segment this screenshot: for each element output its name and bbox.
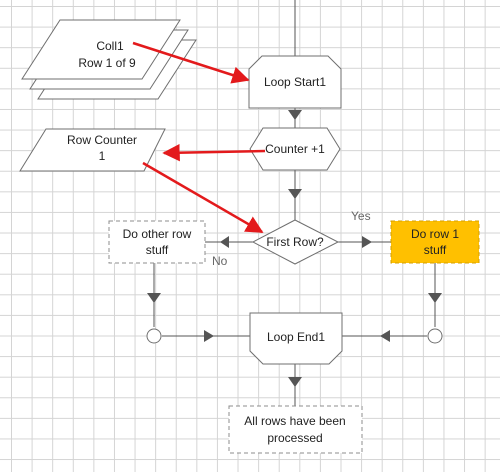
row1-label-line2: stuff (424, 243, 447, 257)
counter-increment-node[interactable]: Counter +1 (249, 127, 341, 171)
decision-diamond (251, 219, 340, 265)
done-box (228, 405, 363, 454)
row1-process-node[interactable]: Do row 1 stuff (390, 220, 480, 264)
row-counter-shape (19, 128, 166, 172)
coll1-collection-node[interactable]: Coll1 Row 1 of 9 (21, 19, 197, 100)
loop-start-node[interactable]: Loop Start1 (248, 55, 342, 109)
loop-end-node[interactable]: Loop End1 (249, 312, 343, 365)
left-junction-circle[interactable] (146, 328, 162, 344)
loop-start-label: Loop Start1 (264, 75, 326, 89)
arrowhead-yes-branch (362, 236, 372, 248)
coll1-row-label: Row 1 of 9 (78, 56, 136, 70)
done-label-line2: processed (267, 431, 322, 445)
other-row-box (108, 220, 206, 264)
arrowhead-into-counter (288, 110, 302, 120)
other-row-label-line1: Do other row (123, 227, 192, 241)
right-junction-circle[interactable] (427, 328, 443, 344)
arrowhead-no-branch (220, 236, 229, 248)
arrowhead-into-done (288, 377, 302, 387)
annotation-arrow-row-counter-to-decision (142, 161, 264, 234)
annotation-arrow-coll1-to-loop-start (132, 41, 250, 84)
other-row-label-line2: stuff (146, 243, 169, 257)
annotation-arrow-counter-to-row-counter (162, 143, 266, 162)
loop-end-shape (249, 312, 343, 365)
collection-layer-front (21, 19, 181, 80)
done-label-line1: All rows have been (244, 414, 345, 428)
arrowhead-into-decision (288, 189, 302, 199)
row-counter-node[interactable]: Row Counter 1 (19, 128, 166, 172)
row-counter-value: 1 (99, 149, 106, 163)
arrowhead-other-row-down (147, 293, 161, 303)
arrowhead-right-merge (380, 330, 390, 342)
done-process-node[interactable]: All rows have been processed (228, 405, 363, 454)
counter-increment-label: Counter +1 (265, 142, 325, 156)
decision-label: First Row? (266, 235, 324, 249)
loop-end-label: Loop End1 (267, 330, 325, 344)
coll1-label: Coll1 (96, 39, 124, 53)
yes-branch-label: Yes (351, 209, 371, 223)
arrowhead-row1-down (428, 293, 442, 303)
first-row-decision-node[interactable]: First Row? (251, 219, 340, 265)
arrowhead-left-merge (204, 330, 214, 342)
annotation-arrows (132, 41, 266, 234)
other-row-process-node[interactable]: Do other row stuff (108, 220, 206, 264)
no-branch-label: No (212, 254, 228, 268)
row-counter-label: Row Counter (67, 133, 137, 147)
row1-label-line1: Do row 1 (411, 227, 459, 241)
row1-box (390, 220, 480, 264)
counter-increment-shape (249, 127, 341, 171)
